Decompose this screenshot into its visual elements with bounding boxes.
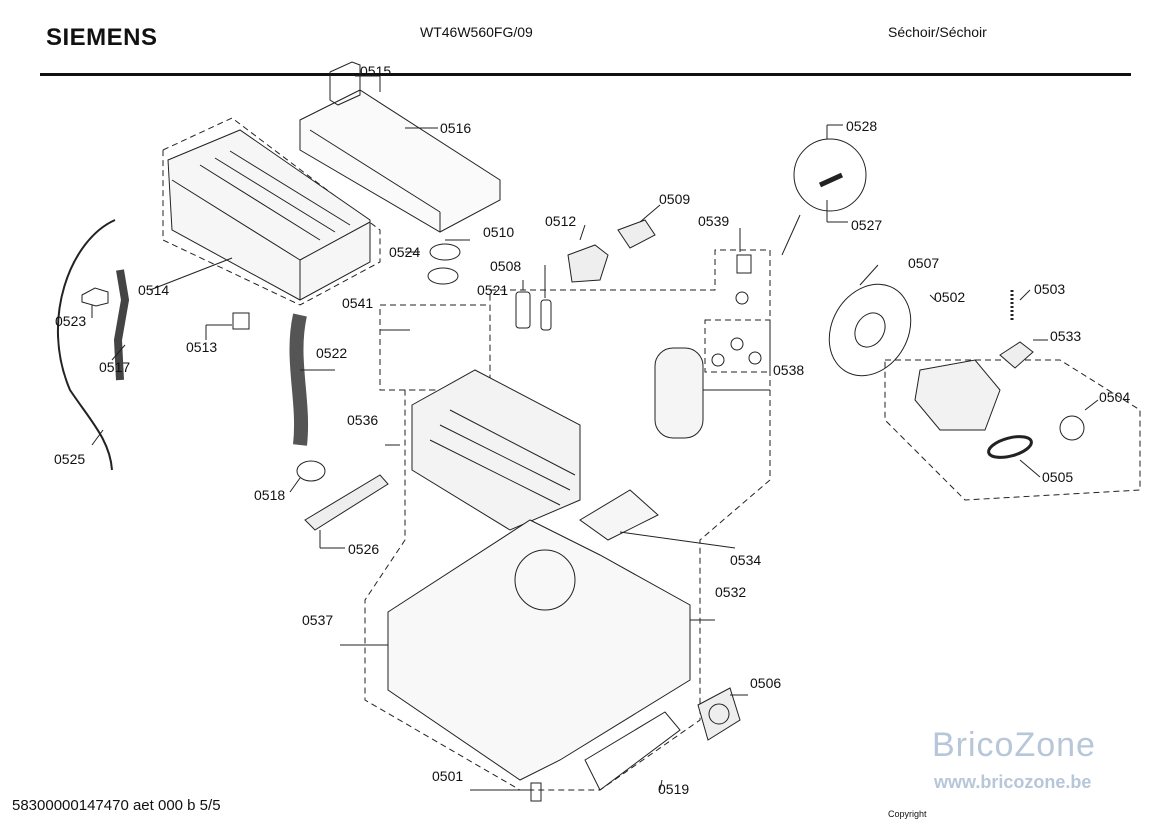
part-label: 0536: [347, 412, 378, 428]
part-label: 0506: [750, 675, 781, 691]
hose-section: [113, 269, 130, 381]
part-label: 0534: [730, 552, 761, 568]
part-label: 0519: [658, 781, 689, 797]
drive-belt: [987, 435, 1033, 459]
gasket: [584, 711, 681, 791]
part-label: 0508: [490, 258, 521, 274]
part-label: 0514: [138, 282, 169, 298]
part-labels: 0515 0516 0514 0523 0513 0517 0525 0522 …: [54, 63, 1130, 797]
blower-wheel: [828, 283, 912, 377]
part-label: 0507: [908, 255, 939, 271]
part-label: 0525: [54, 451, 85, 467]
relay-0539: [736, 254, 752, 274]
part-label: 0512: [545, 213, 576, 229]
heat-exchanger: [411, 369, 581, 531]
grommet: [748, 351, 762, 365]
part-label: 0532: [715, 584, 746, 600]
watermark-url: www.bricozone.be: [934, 772, 1092, 792]
part-label: 0523: [55, 313, 86, 329]
part-label: 0537: [302, 612, 333, 628]
part-label: 0505: [1042, 469, 1073, 485]
header-divider: [40, 73, 1131, 76]
condenser-housing: [167, 129, 371, 301]
document-code: 58300000147470 aet 000 b 5/5: [12, 797, 221, 814]
detail-leader: [781, 214, 801, 256]
detail-circle: [793, 138, 867, 212]
part-label: 0510: [483, 224, 514, 240]
compressor: [654, 347, 704, 439]
part-label: 0528: [846, 118, 877, 134]
capacitor-0521: [515, 291, 531, 329]
fan-housing: [514, 549, 576, 611]
part-label: 0516: [440, 120, 471, 136]
mount-plate: [579, 489, 659, 541]
module-0509: [617, 219, 656, 249]
model-number: WT46W560FG/09: [420, 24, 533, 40]
part-label: 0522: [316, 345, 347, 361]
connector-pin: [818, 172, 844, 188]
part-label: 0533: [1050, 328, 1081, 344]
drive-motor: [914, 359, 1001, 431]
capacitor-0508: [540, 299, 552, 331]
part-label: 0504: [1099, 389, 1130, 405]
part-label: 0539: [698, 213, 729, 229]
part-label: 0526: [348, 541, 379, 557]
brand-logo: SIEMENS: [46, 24, 158, 51]
part-label: 0509: [659, 191, 690, 207]
part-label: 0538: [773, 362, 804, 378]
relay-spring: [735, 291, 749, 305]
cooling-fan: [697, 687, 741, 741]
sensor: [232, 312, 250, 330]
appliance-category: Séchoir/Séchoir: [888, 24, 987, 40]
drain-hose: [56, 219, 116, 471]
part-label: 0541: [342, 295, 373, 311]
clip: [81, 287, 109, 307]
part-label: 0502: [934, 289, 965, 305]
top-cover: [299, 61, 501, 233]
ring-0510: [429, 243, 461, 261]
fan-hub: [708, 703, 730, 725]
copyright-text: Copyright: [888, 809, 927, 819]
part-label: 0524: [389, 244, 420, 260]
pulley: [1059, 415, 1085, 441]
part-label: 0517: [99, 359, 130, 375]
part-label: 0501: [432, 768, 463, 784]
pump-holder: [304, 474, 389, 531]
part-label: 0527: [851, 217, 882, 233]
bracket: [999, 341, 1034, 369]
air-duct: [289, 313, 309, 446]
part-label: 0513: [186, 339, 217, 355]
seal-ring: [296, 460, 326, 482]
leader-lines: [91, 75, 1099, 791]
grommet: [711, 353, 725, 367]
part-label: 0521: [477, 282, 508, 298]
valve-0512: [567, 244, 609, 283]
screw: [530, 782, 542, 802]
grommet: [730, 337, 744, 351]
base-frame: [387, 519, 691, 781]
ring-0524: [427, 267, 459, 285]
part-label: 0518: [254, 487, 285, 503]
watermark-title: BricoZone: [932, 726, 1096, 764]
part-label: 0503: [1034, 281, 1065, 297]
part-label: 0515: [360, 63, 391, 79]
